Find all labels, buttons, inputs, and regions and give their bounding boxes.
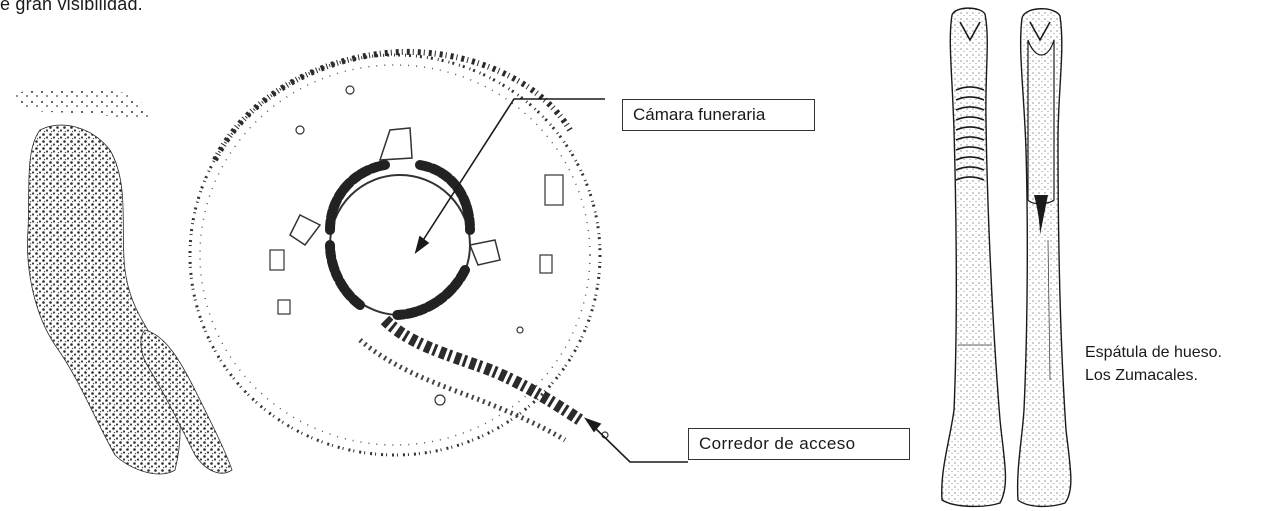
dolmen-plan-drawing (10, 48, 688, 475)
bone-spatula-drawing (941, 7, 1072, 508)
chamber-stones (325, 160, 475, 320)
spatula-right (1016, 8, 1072, 508)
label-corredor-de-acceso: Corredor de acceso (688, 428, 910, 460)
access-corridor (380, 315, 584, 425)
left-scatter (10, 88, 149, 120)
scattered-stones (269, 85, 609, 439)
artifact-caption-line1: Espátula de hueso. (1085, 344, 1222, 361)
tumulus-top-arc (212, 48, 573, 162)
top-caption-fragment: e gran visibilidad. (0, 0, 143, 14)
spatula-left (941, 7, 1007, 508)
artifact-caption: Espátula de hueso. Los Zumacales. (1085, 341, 1222, 387)
left-earthwork-strip (140, 329, 233, 474)
pointer-arrows (414, 98, 688, 463)
artifact-caption-line2: Los Zumacales. (1085, 367, 1198, 384)
label-camara-funeraria: Cámara funeraria (622, 99, 815, 131)
tumulus-outer-ring (188, 53, 602, 457)
left-earthwork-mass (27, 124, 181, 475)
